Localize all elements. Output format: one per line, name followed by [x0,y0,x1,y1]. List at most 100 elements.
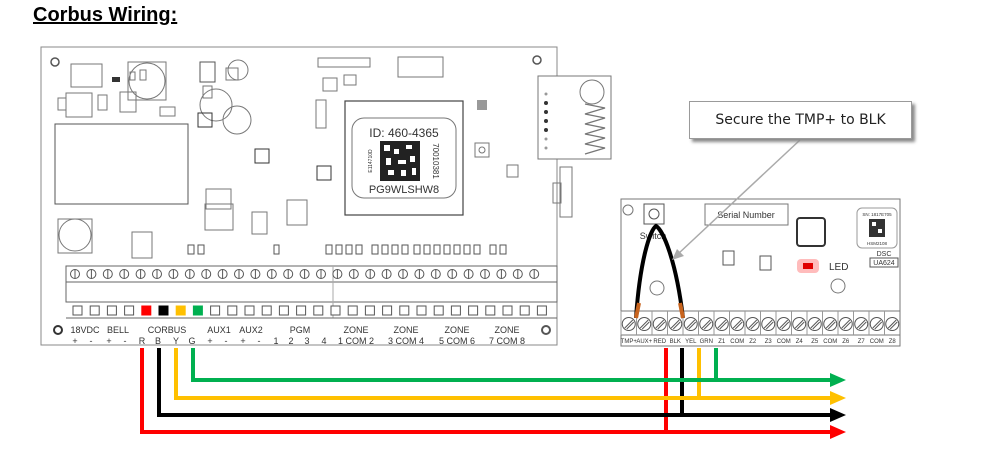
terminal-pad [72,305,83,316]
module-terminal-screw [668,317,683,331]
terminal-pad [158,305,169,316]
terminal-pad [433,305,444,316]
terminal-pad [330,305,341,316]
switch-label: Switch [640,231,667,241]
wire-black [157,348,846,422]
terminal-screw [463,269,474,279]
label-aux1: AUX1 [207,325,231,335]
label-zone-3: ZONE [444,325,469,335]
module-terminal-screw [621,317,636,331]
terminal-pad [175,305,186,316]
terminal-screw [135,269,146,279]
chip-id-text: ID: 460-4365 [369,126,439,140]
terminal-screw [168,269,179,279]
page-title: Corbus Wiring: [33,4,178,26]
arrow-head-red [830,425,846,439]
terminal-screw [332,269,343,279]
terminal-label: 1 [273,336,278,346]
terminal-screw [348,269,359,279]
terminal-label: + [72,336,77,346]
terminal-screw [86,269,97,279]
terminal-label: R [139,336,146,346]
antenna-module [537,75,612,218]
label-bell: BELL [107,325,129,335]
led-label: LED [829,262,848,273]
terminal-label: - [124,336,127,346]
module-terminal-label: COM [823,339,837,345]
chip-side-left: E114710D [368,149,374,173]
terminal-pad [278,305,289,316]
terminal-label: 2 [288,336,293,346]
label-pgm: PGM [290,325,311,335]
terminal-pad [227,305,238,316]
terminal-screw [365,269,376,279]
terminal-pad [313,305,324,316]
module-terminal-label: Z2 [749,339,757,345]
terminal-pad [468,305,479,316]
label-zone-4: ZONE [494,325,519,335]
wire-green [191,348,846,387]
terminal-pad [485,305,496,316]
terminal-screw [398,269,408,279]
module-terminal-label: Z6 [842,339,850,345]
module-terminal-label: COM [870,339,884,345]
terminal-pad [89,305,100,316]
terminal-label: - [90,336,93,346]
module-terminal-screw [869,317,884,331]
terminal-label: B [155,336,161,346]
module-terminal-screw [714,317,729,331]
terminal-label: - [258,336,261,346]
terminal-screw [266,269,277,279]
main-terminal-labels: 18VDC BELL CORBUS AUX1 AUX2 PGM ZONE ZON… [70,325,519,335]
terminal-screw [299,269,310,279]
module-terminal-screw [683,317,698,331]
module-terminal-label: Z3 [765,339,773,345]
module-hsm-text: HSM2108 [867,241,888,246]
module-terminal-label: GRN [700,339,713,345]
terminal-pad [261,305,272,316]
terminal-screw [414,269,425,279]
module-terminal-label: RED [653,339,666,345]
terminal-label: 1 COM 2 [338,336,374,346]
terminal-pad [382,305,393,316]
terminal-screw [381,269,392,279]
module-terminal-screw [885,317,900,331]
terminal-label: + [106,336,111,346]
terminal-pad [124,305,135,316]
terminal-label: 7 COM 8 [489,336,525,346]
terminal-label: - [225,336,228,346]
terminal-screw [119,269,130,279]
arrow-head-green [830,373,846,387]
module-terminal-screw [730,317,745,331]
terminal-label: Y [173,336,179,346]
module-terminal-label: Z4 [796,339,804,345]
module-terminal-label: Z5 [811,339,819,345]
terminal-screw [430,269,441,279]
module-terminal-screw [637,317,652,331]
terminal-screw [316,269,326,279]
terminal-screw [496,269,507,279]
module-terminal-screw [761,317,776,331]
module-terminal-screw [838,317,853,331]
terminal-screw [70,269,80,279]
module-terminal-screw [699,317,714,331]
module-terminal-label: Z7 [858,339,866,345]
label-18vdc: 18VDC [70,325,100,335]
terminal-pad [519,305,530,316]
module-terminal-screw [823,317,838,331]
chip-qr-code [380,141,420,181]
zone-expander-module: Switch Serial Number LED SN: 1817E705 HS… [620,198,901,347]
module-terminal-label: COM [777,339,791,345]
module-terminal-label: BLK [670,339,681,345]
terminal-label: 4 [321,336,326,346]
wire-yellow [174,348,846,405]
terminal-label: 3 [304,336,309,346]
wire-red [140,348,846,439]
module-terminal-label: Z8 [889,339,897,345]
terminal-screw [250,269,261,279]
terminal-label: + [207,336,212,346]
module-model: UA624 [873,260,895,267]
terminal-pad [399,305,410,316]
terminal-pad [502,305,513,316]
